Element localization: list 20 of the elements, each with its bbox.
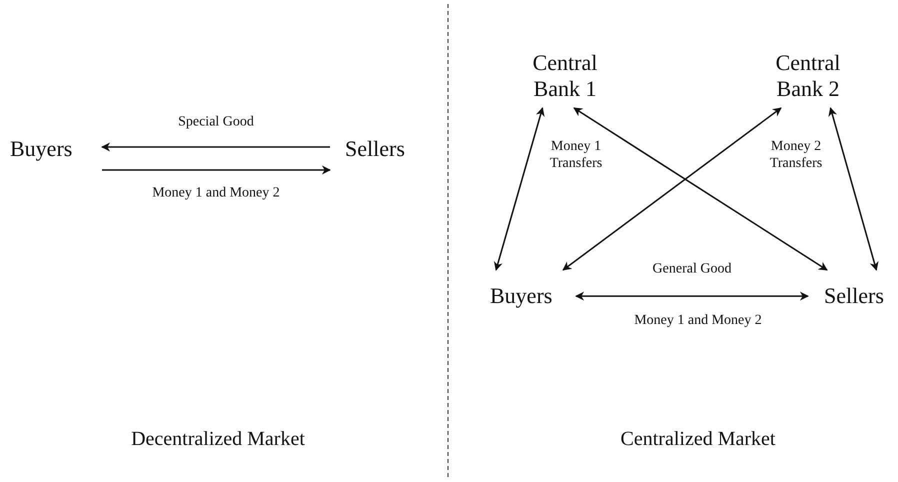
arrow [101, 142, 330, 152]
node-label: Buyers [490, 283, 552, 308]
node-label: Sellers [345, 136, 405, 161]
arrow [573, 107, 828, 271]
edge-label: Special Good [176, 114, 256, 130]
arrow [102, 166, 331, 174]
flow-label: Money 2 Transfers [768, 138, 824, 172]
edge-label: Money 1 and Money 2 [150, 184, 282, 202]
arrow [828, 107, 879, 271]
flow-label: Money 1 and Money 2 [634, 312, 762, 329]
arrow [562, 107, 782, 271]
node-label: Sellers [824, 283, 884, 308]
node-label: Central Bank 2 [774, 50, 842, 102]
arrow [575, 292, 809, 301]
node-label: Central Bank 1 [532, 50, 598, 102]
section-caption: Centralized Market [620, 428, 776, 451]
flow-label: Money 1 Transfers [548, 138, 604, 172]
section-caption: Decentralized Market [131, 428, 305, 451]
node-label: Buyers [10, 136, 72, 161]
arrow [494, 107, 545, 271]
